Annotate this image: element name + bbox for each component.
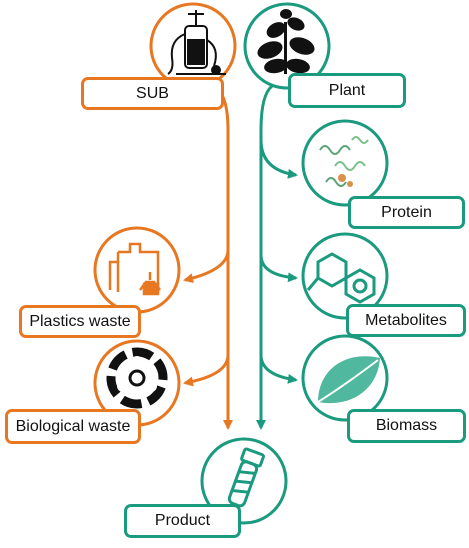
molecule-icon [306,252,376,304]
sub-node-icon [149,2,237,90]
plant-node-icon [243,2,331,90]
sub-label: SUB [81,77,224,110]
arrow-plant-to-product [256,84,274,430]
biological-waste-label: Biological waste [5,409,141,444]
protein-label: Protein [348,196,465,229]
biomass-label: Biomass [347,409,466,443]
plant-label: Plant [288,73,406,108]
plastics-node-icon [93,226,181,314]
arrow-plant-to-protein [259,139,298,179]
arrow-plant-to-biomass [259,354,298,384]
leaf-icon [317,356,380,404]
biological-node-icon [93,339,181,427]
arrow-plant-to-metabolites [259,254,298,283]
plant-icon [257,9,315,74]
waste-bags-icon [108,242,161,296]
bioreactor-icon [167,10,226,75]
arrow-sub-to-biological [183,354,230,387]
metabolites-label: Metabolites [346,304,466,337]
plastics-waste-label: Plastics waste [19,305,141,338]
protein-structure-icon [319,136,369,187]
product-node-icon [200,437,288,525]
sub-flow-connectors [183,85,233,430]
protein-node-icon [301,119,389,207]
biohazard-icon [106,347,168,409]
product-label: Product [124,504,241,538]
plant-flow-connectors [256,84,298,430]
arrow-sub-to-plastics [183,249,230,284]
metabolites-node-icon [301,232,389,320]
biomass-node-icon [301,334,389,422]
